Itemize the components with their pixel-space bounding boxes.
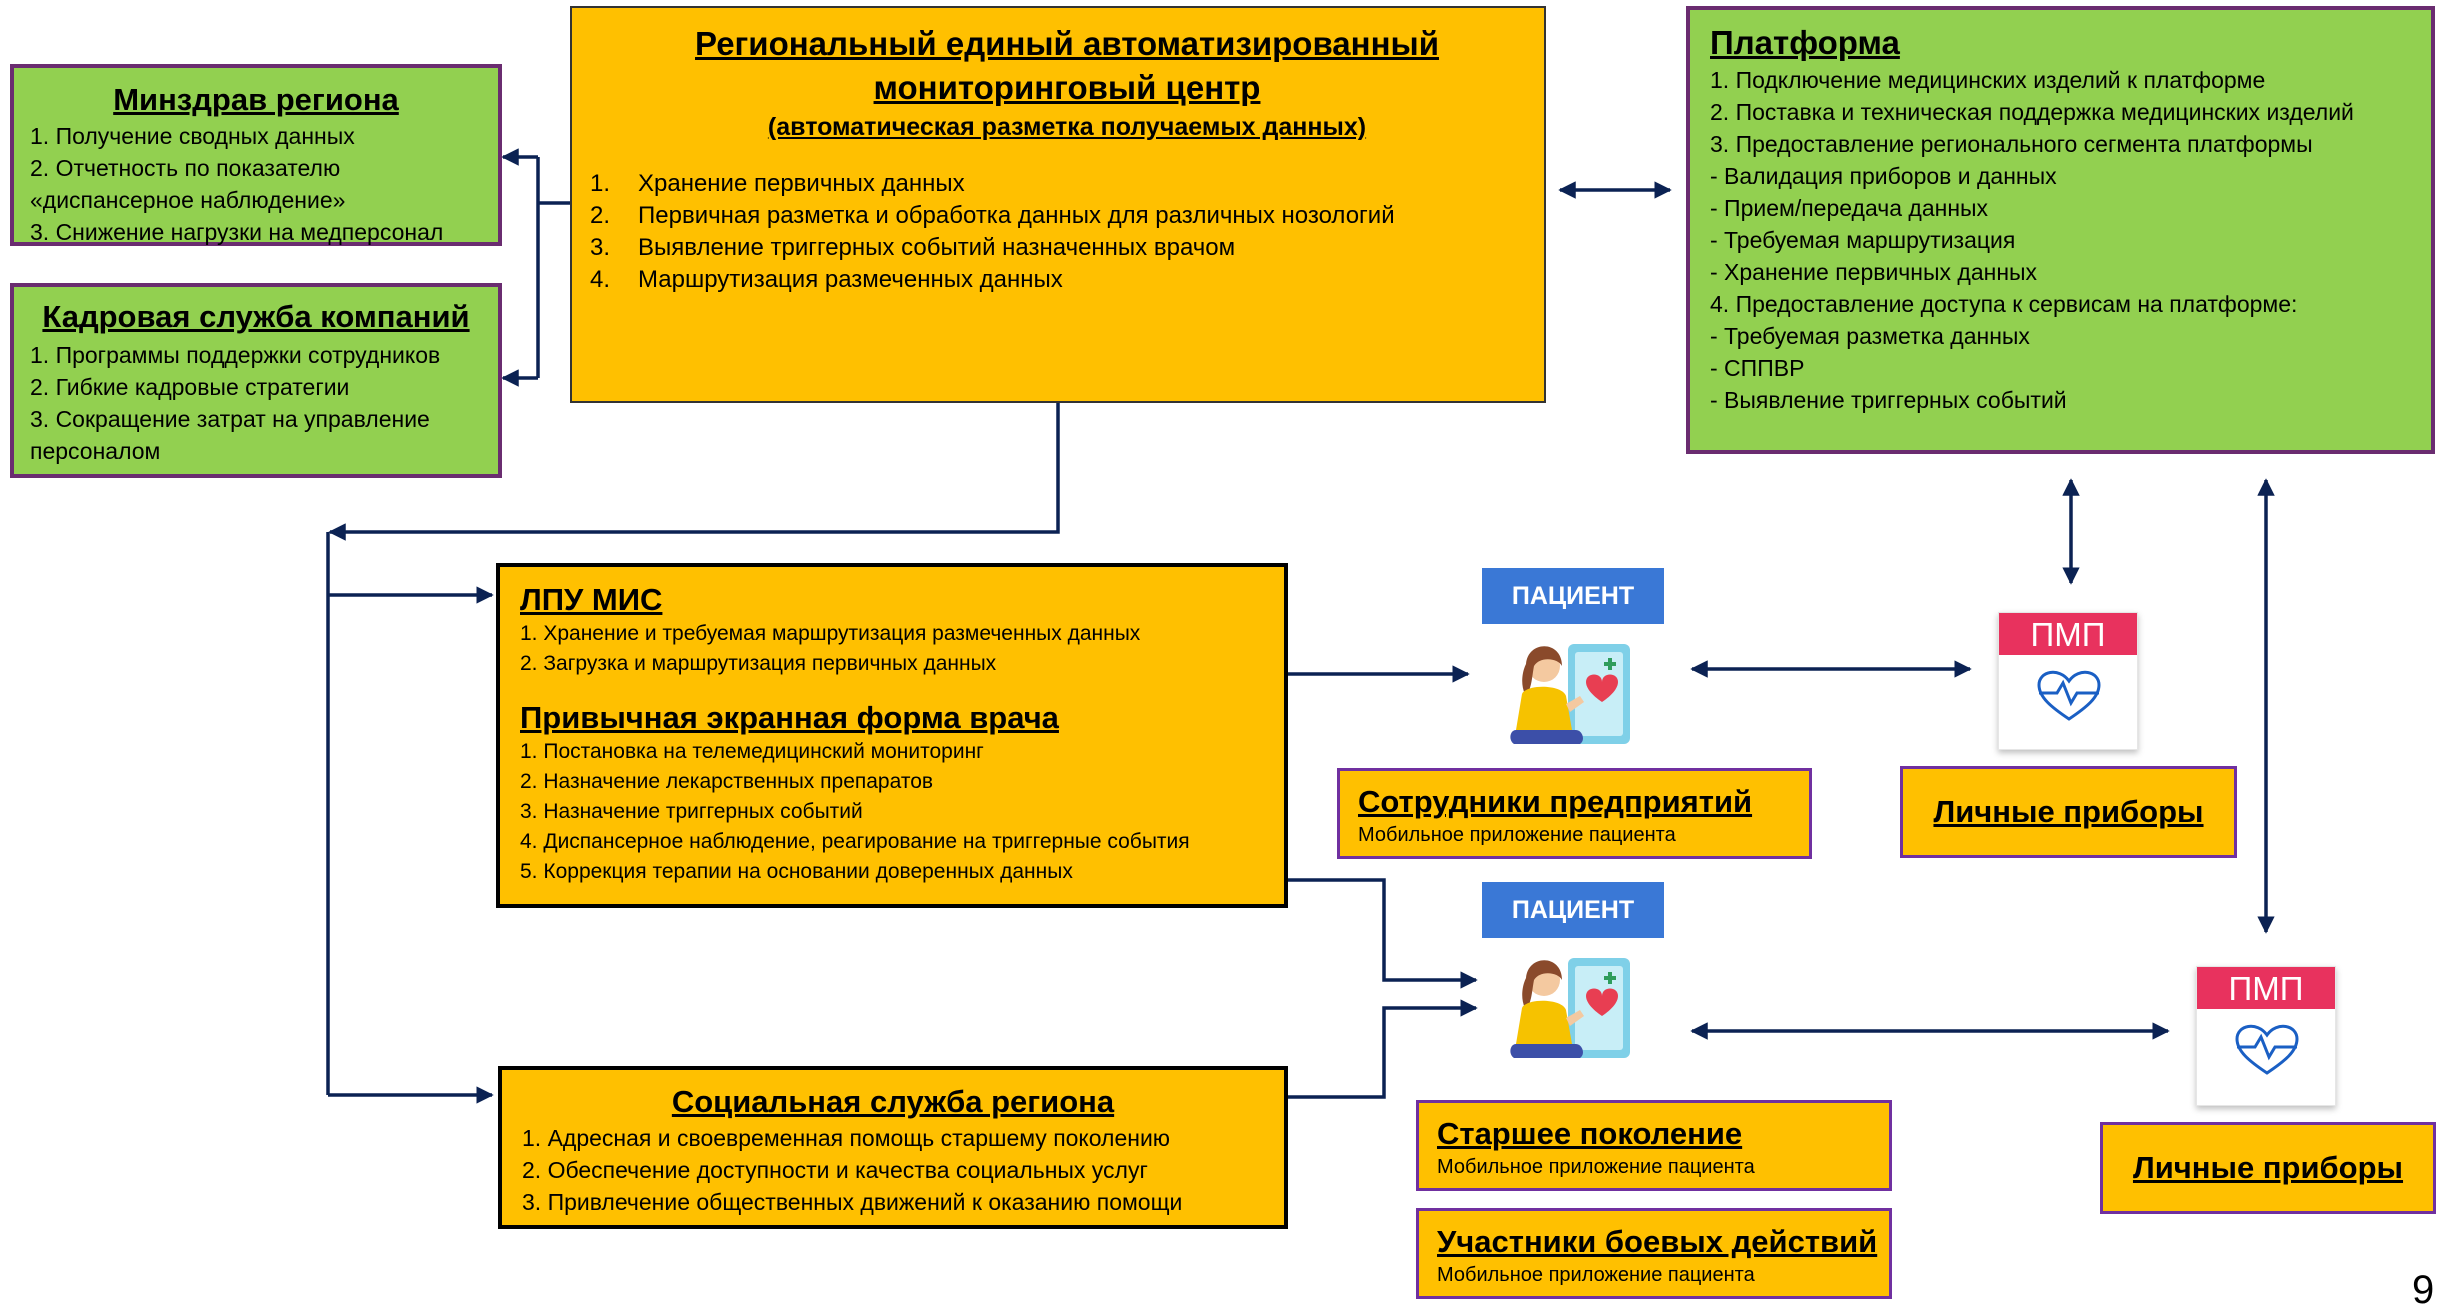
platform-items: 1. Подключение медицинских изделий к пла… (1710, 64, 2431, 416)
group-title: Участники боевых действий (1437, 1224, 1878, 1259)
kadrovaya-box: Кадровая служба компаний 1. Программы по… (10, 283, 502, 478)
list-item: 1. Программы поддержки сотрудников (30, 342, 441, 368)
pmp-header: ПМП (2197, 967, 2335, 1009)
patient-illustration-icon (1510, 644, 1630, 744)
list-item: 1. Подключение медицинских изделий к пла… (1710, 67, 2266, 93)
list-item: - Выявление триггерных событий (1710, 387, 2067, 413)
center-items: 1.Хранение первичных данных 2.Первичная … (590, 168, 1544, 296)
list-item: 1. Постановка на телемедицинский монитор… (520, 740, 984, 763)
social-service-box: Социальная служба региона 1. Адресная и … (498, 1066, 1288, 1229)
list-item: 2. Загрузка и маршрутизация первичных да… (520, 652, 997, 675)
pmp-device-card: ПМП (1998, 612, 2138, 750)
group-subtitle: Мобильное приложение пациента (1437, 1156, 1755, 1178)
heart-pulse-icon (2235, 1024, 2299, 1075)
list-item: 3. Назначение триггерных событий (520, 800, 863, 823)
list-item: 2. Отчетность по показателю (30, 155, 341, 181)
list-item: 2. Обеспечение доступности и качества со… (522, 1157, 1148, 1183)
list-item: 2. Гибкие кадровые стратегии (30, 374, 350, 400)
list-item: 4. Диспансерное наблюдение, реагирование… (520, 830, 1190, 853)
doctor-form-items: 1. Постановка на телемедицинский монитор… (520, 737, 1284, 887)
list-item: - Прием/передача данных (1710, 195, 1989, 221)
list-item: 1. Хранение и требуемая маршрутизация ра… (520, 622, 1141, 645)
doctor-form-title: Привычная экранная форма врача (520, 700, 1059, 735)
list-item: 3. Снижение нагрузки на медперсонал (30, 219, 444, 245)
group-box-elderly: Старшее поколение Мобильное приложение п… (1416, 1100, 1892, 1191)
list-item: - Хранение первичных данных (1710, 259, 2038, 285)
pmp-device-card: ПМП (2196, 966, 2336, 1106)
list-item: 3. Предоставление регионального сегмента… (1710, 131, 2313, 157)
center-subtitle: (автоматическая разметка получаемых данн… (767, 113, 1367, 141)
lpu-items: 1. Хранение и требуемая маршрутизация ра… (520, 619, 1284, 679)
group-subtitle: Мобильное приложение пациента (1358, 824, 1676, 846)
personal-devices-label: Личные приборы (2132, 1150, 2404, 1185)
list-item: 1.Хранение первичных данных (590, 170, 965, 197)
list-item: 1. Адресная и своевременная помощь старш… (522, 1125, 1171, 1151)
list-item: 2.Первичная разметка и обработка данных … (590, 202, 1395, 229)
lpu-mis-box: ЛПУ МИС 1. Хранение и требуемая маршрути… (496, 563, 1288, 908)
personal-devices-box: Личные приборы (2100, 1122, 2436, 1214)
group-title: Старшее поколение (1437, 1116, 1743, 1151)
heart-pulse-icon (2037, 670, 2101, 721)
list-item: 4.Маршрутизация размеченных данных (590, 266, 1063, 293)
patient-illustration-icon (1510, 958, 1630, 1058)
kadrovaya-items: 1. Программы поддержки сотрудников 2. Ги… (30, 339, 498, 467)
list-item: 2. Поставка и техническая поддержка меди… (1710, 99, 2354, 125)
patient-card: ПАЦИЕНТ (1482, 882, 1664, 1074)
page-number: 9 (2412, 1268, 2435, 1312)
social-title: Социальная служба региона (671, 1084, 1115, 1119)
personal-devices-label: Личные приборы (1933, 794, 2204, 829)
lpu-title: ЛПУ МИС (520, 582, 663, 617)
social-items: 1. Адресная и своевременная помощь старш… (522, 1122, 1284, 1218)
list-item: 3. Сокращение затрат на управление (30, 406, 430, 432)
minzdrav-items: 1. Получение сводных данных 2. Отчетност… (30, 120, 498, 248)
patient-card: ПАЦИЕНТ (1482, 568, 1664, 760)
group-box-veterans: Участники боевых действий Мобильное прил… (1416, 1208, 1892, 1299)
list-item: 5. Коррекция терапии на основании довере… (520, 860, 1073, 883)
list-item: - Требуемая разметка данных (1710, 323, 2030, 349)
list-item: - Требуемая маршрутизация (1710, 227, 2016, 253)
platform-box: Платформа 1. Подключение медицинских изд… (1686, 6, 2435, 454)
minzdrav-box: Минздрав региона 1. Получение сводных да… (10, 64, 502, 246)
patient-card-header: ПАЦИЕНТ (1482, 568, 1664, 624)
group-box-employees: Сотрудники предприятий Мобильное приложе… (1337, 768, 1812, 859)
list-item: 2. Назначение лекарственных препаратов (520, 770, 934, 793)
group-subtitle: Мобильное приложение пациента (1437, 1264, 1755, 1286)
list-item: 3. Привлечение общественных движений к о… (522, 1189, 1183, 1215)
center-title-line2: мониторинговый центр (873, 69, 1261, 106)
pmp-header: ПМП (1999, 613, 2137, 655)
list-item: 3.Выявление триггерных событий назначенн… (590, 234, 1236, 261)
patient-card-header: ПАЦИЕНТ (1482, 882, 1664, 938)
kadrovaya-title: Кадровая служба компаний (42, 299, 470, 334)
list-item: 1. Получение сводных данных (30, 123, 355, 149)
minzdrav-title: Минздрав региона (113, 82, 399, 117)
list-item: 4. Предоставление доступа к сервисам на … (1710, 291, 2298, 317)
list-item: - Валидация приборов и данных (1710, 163, 2057, 189)
group-title: Сотрудники предприятий (1358, 784, 1753, 819)
list-item: - СППВР (1710, 355, 1805, 381)
center-title-line1: Региональный единый автоматизированный (695, 25, 1439, 62)
list-item: «диспансерное наблюдение» (30, 187, 346, 213)
monitoring-center-box: Региональный единый автоматизированный м… (570, 6, 1546, 403)
platform-title: Платформа (1710, 24, 1900, 61)
list-item: персоналом (30, 438, 161, 464)
personal-devices-box: Личные приборы (1900, 766, 2237, 858)
